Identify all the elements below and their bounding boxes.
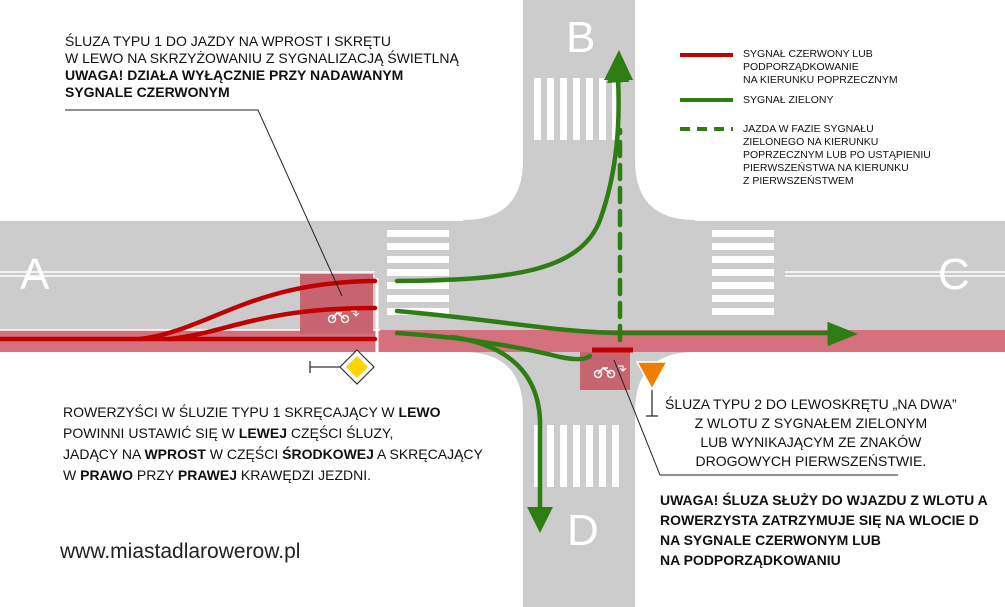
red-trajectories (0, 278, 378, 342)
bicycle-icon (327, 310, 360, 324)
direction-label-d: D (567, 506, 599, 555)
green-trajectories (394, 60, 850, 530)
main-road-sign (309, 349, 375, 385)
green-path-right-turn (449, 334, 552, 530)
note-left-line-4: W PRAWO PRZY PRAWEJ KRAWĘDZI JEZDNI. (63, 467, 372, 483)
website-url: www.miastadlarowerow.pl (60, 540, 301, 563)
curb-corner-nw (463, 160, 523, 220)
curb-corner-sw (463, 352, 523, 412)
legend-red-line-2: PODPORZĄDKOWANIE (743, 61, 859, 73)
direction-label-a: A (20, 250, 50, 299)
arrowhead-up (604, 50, 633, 80)
note-left-line-3: JADĄCY NA WPROST W CZĘŚCI ŚRODKOWEJ A SK… (63, 446, 483, 462)
legend-red-line-1: SYGNAŁ CZERWONY LUB (743, 48, 873, 60)
legend-dashed-line-5: Z PIERWSZEŃSTWEM (743, 175, 854, 187)
note-warning-line-4: NA PODPORZĄDKOWANIU (660, 552, 841, 568)
note-warning-line-3: NA SYGNALE CZERWONYM LUB (660, 532, 881, 548)
direction-label-b: B (566, 13, 596, 62)
crosswalks (387, 78, 774, 487)
bicycle-icon-box-2 (593, 365, 627, 379)
crosswalk-south (534, 425, 619, 487)
legend-green-line-1: SYGNAŁ ZIELONY (743, 94, 834, 106)
note-right-line-2: Z WLOTU Z SYGNAŁEM ZIELONYM (694, 415, 928, 431)
curb-corner-ne (635, 160, 695, 220)
legend-dashed-line-1: JAZDA W FAZIE SYGNAŁU (743, 123, 874, 135)
note-right-line-3: LUB WYNIKAJĄCYM ZE ZNAKÓW (700, 434, 922, 450)
note-bike-box-type-1: ŚLUZA TYPU 1 DO JAZDY NA WPROST I SKRĘTU… (65, 33, 459, 101)
crosswalk-north (534, 78, 619, 140)
legend-green-text: SYGNAŁ ZIELONY (743, 94, 833, 107)
note-warning-line-2: ROWERZYSTA ZATRZYMUJE SIĘ NA WLOCIE D (660, 512, 979, 528)
legend-dashed-line-4: PIERWSZEŃSTWA NA KIERUNKU (743, 162, 909, 174)
arrowhead-down (527, 507, 553, 533)
note-left-line-2: POWINNI USTAWIĆ SIĘ W LEWEJ CZĘŚCI ŚLUZY… (63, 425, 394, 441)
green-path-straight (394, 308, 850, 345)
note-top-line-2: W LEWO NA SKRZYŻOWANIU Z SYGNALIZACJĄ ŚW… (65, 50, 459, 66)
note-bike-box-type-2: ŚLUZA TYPU 2 DO LEWOSKRĘTU „NA DWA” Z WL… (665, 395, 957, 471)
green-path-left-turn (394, 60, 630, 284)
yield-sign (635, 361, 669, 417)
leader-lines (65, 109, 898, 476)
legend-dashed-text: JAZDA W FAZIE SYGNAŁU ZIELONEGO NA KIERU… (743, 123, 931, 188)
note-right-line-1: ŚLUZA TYPU 2 DO LEWOSKRĘTU „NA DWA” (665, 396, 957, 412)
note-top-line-3: UWAGA! DZIAŁA WYŁĄCZNIE PRZY NADAWANYM (65, 67, 404, 83)
note-bike-box-positions: ROWERZYŚCI W ŚLUZIE TYPU 1 SKRĘCAJĄCY W … (63, 402, 483, 486)
crosswalk-east (712, 230, 774, 315)
direction-label-c: C (938, 250, 970, 299)
note-top-line-4: SYGNALE CZERWONYM (65, 84, 230, 100)
note-warning-line-1: UWAGA! ŚLUZA SŁUŻY DO WJAZDU Z WLOTU A (660, 492, 988, 508)
legend-dashed-line-2: ZIELONEGO NA KIERUNKU (743, 136, 879, 148)
arrowhead-right (828, 322, 858, 346)
note-top-line-1: ŚLUZA TYPU 1 DO JAZDY NA WPROST I SKRĘTU (65, 33, 391, 49)
note-warning: UWAGA! ŚLUZA SŁUŻY DO WJAZDU Z WLOTU A R… (660, 490, 988, 570)
legend-red-line-3: NA KIERUNKU POPRZECZNYM (743, 74, 898, 86)
red-path-left (137, 278, 378, 342)
red-path-center (167, 305, 378, 342)
legend-lines (680, 53, 733, 131)
note-left-line-1: ROWERZYŚCI W ŚLUZIE TYPU 1 SKRĘCAJĄCY W … (63, 404, 441, 420)
legend-red-text: SYGNAŁ CZERWONY LUB PODPORZĄDKOWANIE NA … (743, 48, 898, 87)
note-right-line-4: DROGOWYCH PIERWSZEŃSTWIE. (695, 453, 927, 469)
legend-dashed-line-3: POPRZECZNYM LUB PO USTĄPIENIU (743, 149, 931, 161)
